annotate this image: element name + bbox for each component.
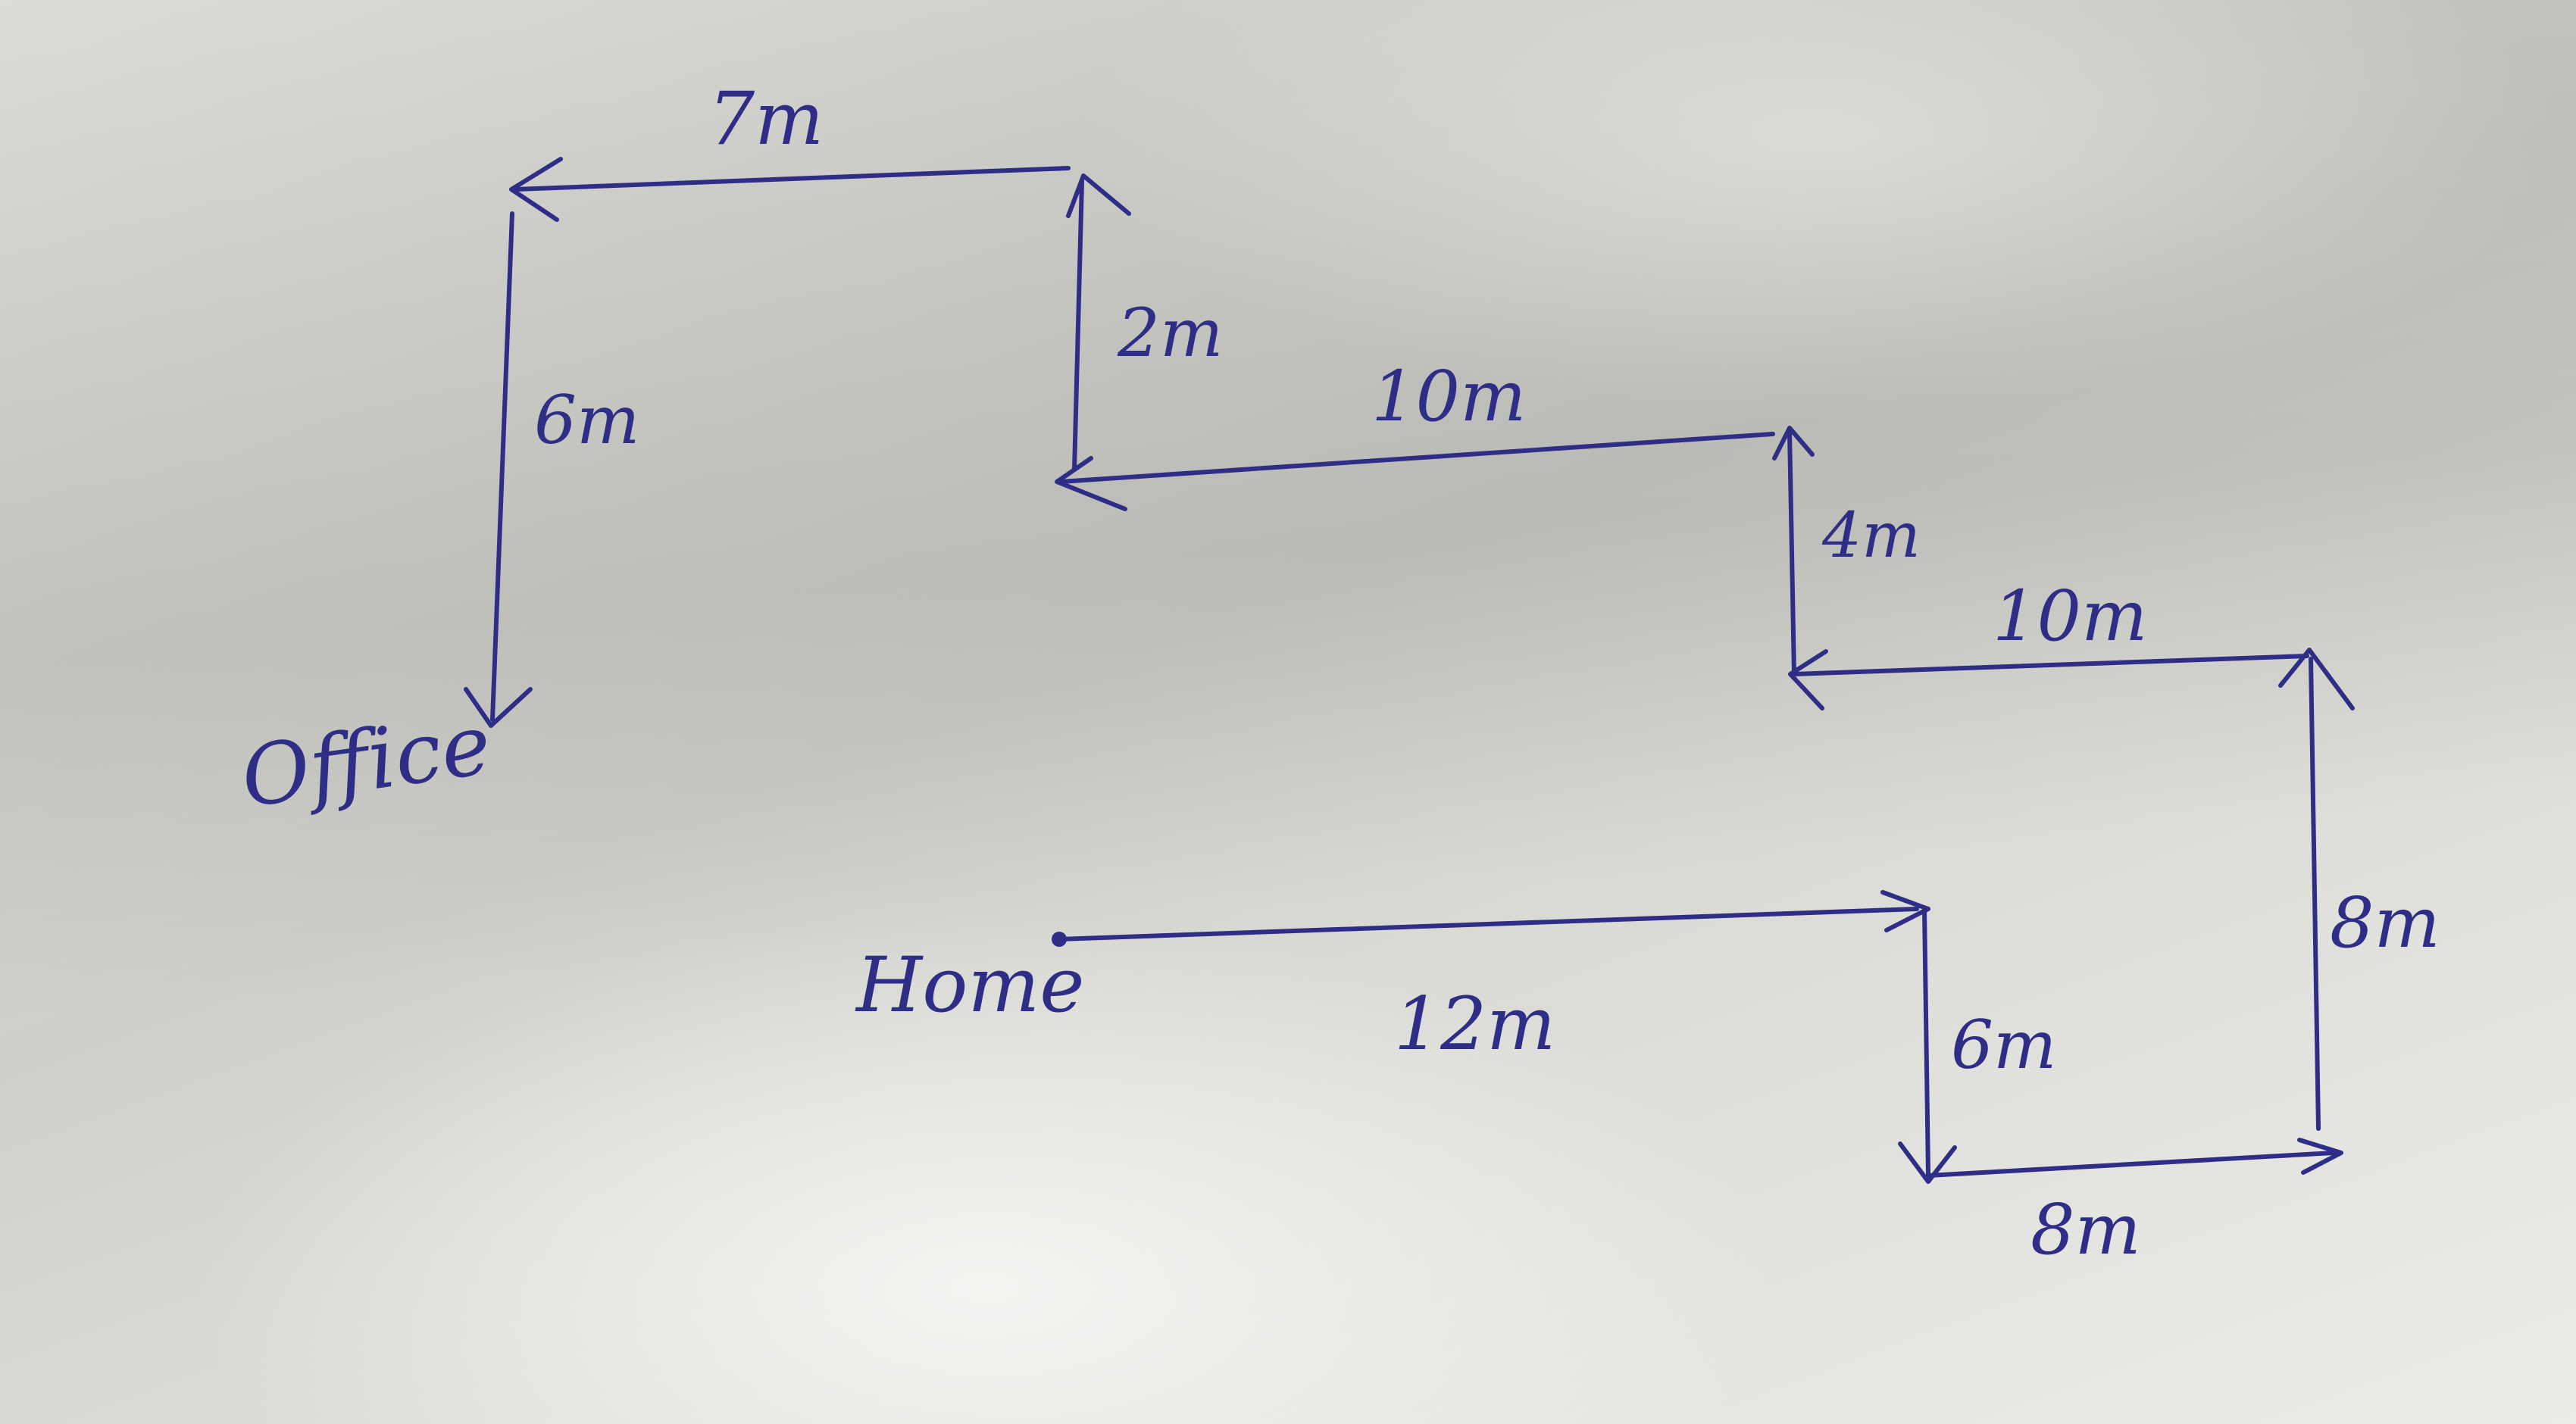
segment-north-4m (1787, 429, 1796, 676)
arrowheads (464, 157, 2355, 1184)
distance-label-6m-office: 6m (534, 381, 639, 459)
distance-label-2m: 2m (1117, 294, 1223, 372)
segment-south-6m (1922, 907, 1930, 1176)
segment-north-8m (2309, 657, 2321, 1131)
arrowhead-east-12m (1880, 890, 1930, 932)
distance-label-4m: 4m (1821, 500, 1921, 572)
segment-west-7m (513, 166, 1071, 192)
home-start-dot (1052, 932, 1067, 947)
segment-south-6m-office (490, 211, 514, 722)
arrowhead-west-7m (509, 157, 563, 222)
segment-west-10m-upper (1058, 432, 1775, 484)
arrowhead-north-2m (1066, 173, 1131, 218)
arrowhead-east-8m (2297, 1138, 2343, 1175)
segment-north-2m (1072, 180, 1084, 472)
distance-label-7m: 7m (708, 77, 824, 161)
arrowhead-south-6m (1898, 1141, 1957, 1184)
segment-home-east-12m (1057, 907, 1919, 942)
arrowhead-north-4m (1772, 426, 1815, 461)
arrowhead-south-6m-office (464, 687, 533, 728)
arrowhead-west-10m-lower (1788, 649, 1828, 710)
arrowhead-north-8m (2278, 648, 2355, 710)
arrowhead-west-10m-upper (1055, 456, 1127, 511)
distance-label-10m-lower: 10m (1993, 576, 2147, 657)
segment-east-8m (1926, 1151, 2336, 1178)
office-label: Office (236, 695, 497, 826)
distance-label-12m: 12m (1394, 982, 1555, 1066)
home-label: Home (855, 941, 1084, 1029)
distance-label-8m-right: 8m (2330, 882, 2440, 963)
distance-label-10m-upper: 10m (1371, 356, 1526, 437)
distance-label-8m-bottom: 8m (2030, 1189, 2141, 1270)
route-path (490, 166, 2336, 1178)
distance-label-6m: 6m (1951, 1006, 2056, 1084)
segment-west-10m-lower (1792, 654, 2309, 676)
